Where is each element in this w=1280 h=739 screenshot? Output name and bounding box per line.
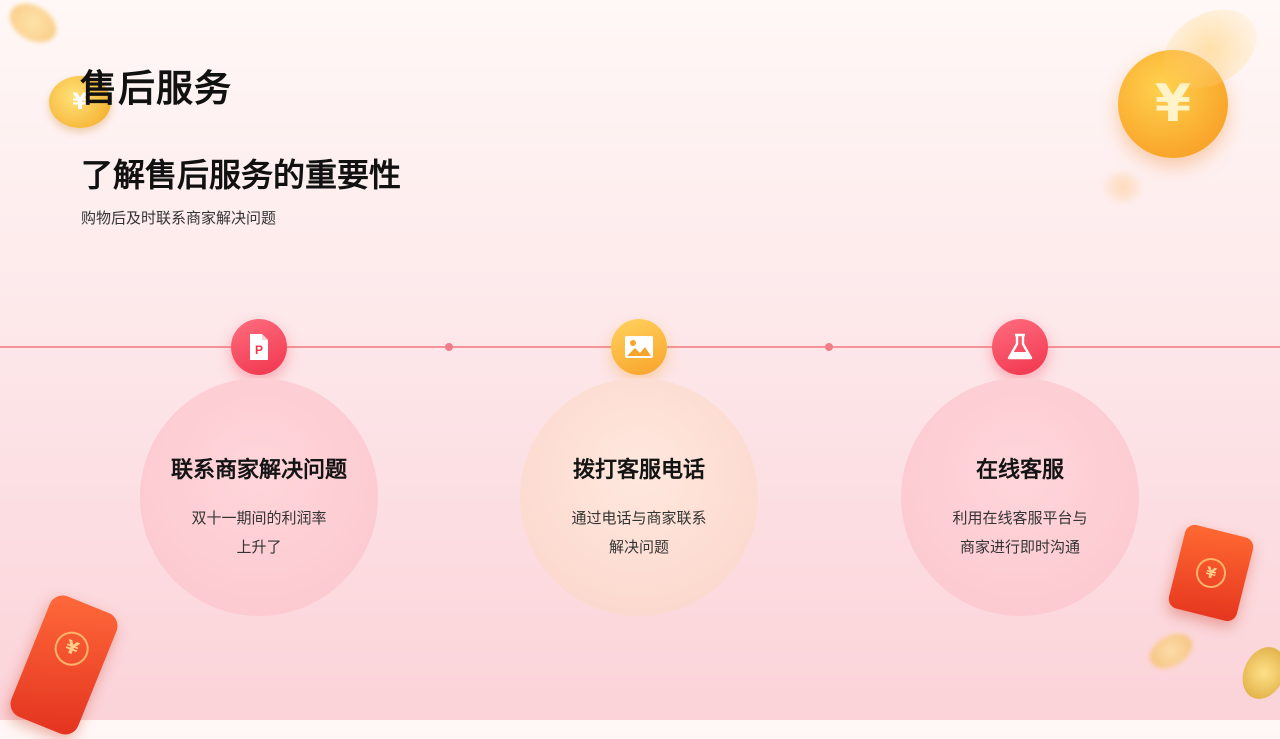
step-2-badge	[611, 319, 667, 375]
coin-symbol: ¥	[62, 636, 82, 661]
step-1-description-line-2: 上升了	[236, 538, 282, 556]
image-icon	[625, 336, 653, 358]
step-3-description-line-1: 利用在线客服平台与	[952, 509, 1088, 527]
step-1-description-line-1: 双十一期间的利润率	[191, 509, 327, 527]
page-caption: 购物后及时联系商家解决问题	[81, 209, 277, 227]
coin-decoration-left: ¥	[49, 76, 111, 128]
timeline-dot	[445, 343, 453, 351]
step-3-badge	[992, 319, 1048, 375]
coin-decoration-small-blur	[1104, 172, 1142, 202]
svg-text:P: P	[255, 343, 263, 357]
coin-decoration-bottom-right	[1234, 640, 1280, 706]
step-3-title: 在线客服	[975, 458, 1064, 483]
step-2-card: 拨打客服电话 通过电话与商家联系 解决问题	[520, 378, 758, 616]
step-2-description-line-2: 解决问题	[608, 538, 669, 556]
step-2-description-line-1: 通过电话与商家联系	[571, 509, 707, 527]
coin-symbol: ¥	[1203, 563, 1219, 583]
red-packet-decoration-right: ¥	[1166, 522, 1256, 624]
step-1-description: 双十一期间的利润率 上升了	[169, 504, 349, 562]
step-3-description: 利用在线客服平台与 商家进行即时沟通	[930, 504, 1110, 562]
presentation-file-icon: P	[250, 334, 268, 360]
coin-symbol: ¥	[72, 89, 88, 115]
page-subtitle: 了解售后服务的重要性	[81, 156, 402, 194]
step-1-card: 联系商家解决问题 双十一期间的利润率 上升了	[140, 378, 378, 616]
step-3-card: 在线客服 利用在线客服平台与 商家进行即时沟通	[901, 378, 1139, 616]
step-2-title: 拨打客服电话	[572, 458, 705, 483]
step-3-description-line-2: 商家进行即时沟通	[959, 538, 1080, 556]
step-2-description: 通过电话与商家联系 解决问题	[549, 504, 729, 562]
red-packet-decoration-bottom-left: ¥	[6, 591, 122, 739]
step-1-badge: P	[231, 319, 287, 375]
step-1-title: 联系商家解决问题	[170, 458, 347, 483]
flask-icon	[1007, 333, 1033, 360]
timeline-dot	[825, 343, 833, 351]
coin-decoration-bottom-right-blur	[1143, 626, 1199, 676]
page-title: 售后服务	[80, 67, 232, 110]
coin-decoration-top-left-blur	[2, 0, 64, 51]
